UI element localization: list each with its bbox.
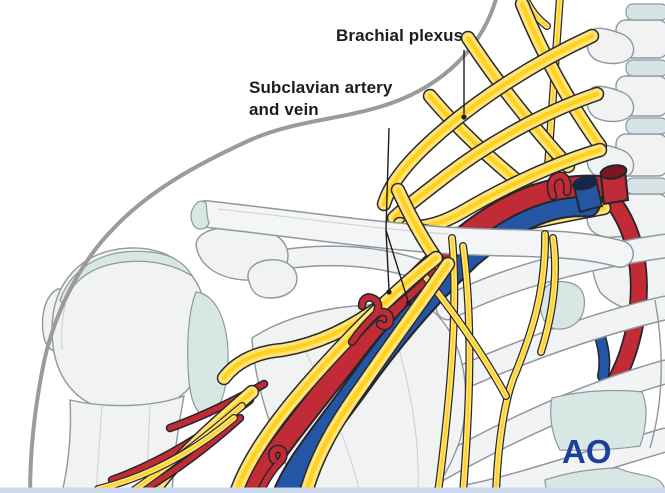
glenoid-cartilage bbox=[187, 291, 229, 417]
leader-line-subclavian bbox=[385, 127, 409, 302]
leader-dot bbox=[386, 289, 392, 295]
vein-stump-opening bbox=[572, 175, 598, 191]
label-subclavian-line2: and vein bbox=[249, 100, 319, 119]
label-brachial-plexus: Brachial plexus bbox=[336, 26, 464, 45]
coracoid-process bbox=[247, 259, 298, 299]
annotations bbox=[385, 50, 467, 306]
label-subclavian-line1: Subclavian artery bbox=[249, 78, 393, 97]
intervertebral-disc bbox=[625, 117, 665, 135]
costal-cartilage bbox=[550, 389, 647, 451]
label-subclavian: Subclavian artery and vein bbox=[249, 77, 392, 121]
leader-dot bbox=[461, 114, 467, 120]
vertebral-column bbox=[586, 3, 665, 319]
body-contour bbox=[28, 0, 498, 493]
ao-logo: AO bbox=[562, 433, 612, 470]
artery-stump-opening bbox=[599, 164, 628, 180]
intervertebral-disc bbox=[625, 3, 665, 21]
intervertebral-disc bbox=[625, 59, 665, 77]
humeral-head-cartilage bbox=[59, 250, 194, 308]
acromial-facet bbox=[190, 200, 210, 230]
intervertebral-disc bbox=[625, 177, 665, 195]
leader-dot bbox=[405, 300, 412, 306]
sternum-edge bbox=[649, 299, 662, 449]
vessel-stumps bbox=[572, 164, 630, 214]
costal-cartilage bbox=[544, 467, 665, 493]
humeral-head bbox=[51, 247, 209, 413]
footer-strip bbox=[0, 487, 665, 493]
